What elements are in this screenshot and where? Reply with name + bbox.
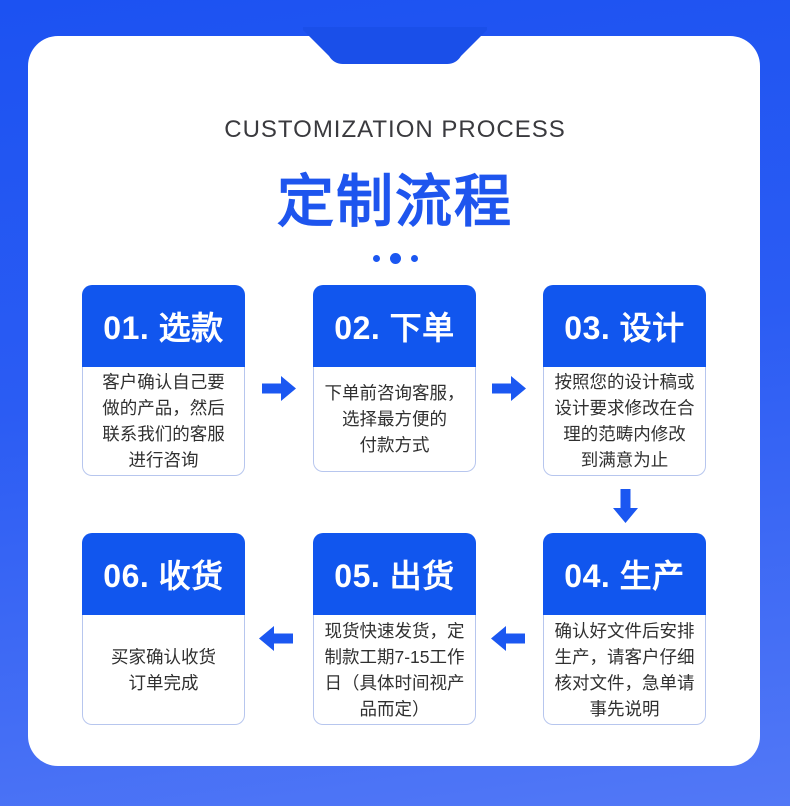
step-05-body: 现货快速发货，定 制款工期7-15工作 日（具体时间视产 品而定）	[313, 615, 476, 725]
step-06-description: 买家确认收货 订单完成	[111, 646, 216, 693]
step-card-03: 03. 设计 按照您的设计稿或 设计要求修改在合 理的范畴内修改 到满意为止	[543, 285, 706, 476]
dot-icon	[372, 254, 380, 262]
step-04-body: 确认好文件后安排 生产，请客户仔细 核对文件，急单请 事先说明	[543, 615, 706, 725]
step-03-body: 按照您的设计稿或 设计要求修改在合 理的范畴内修改 到满意为止	[543, 367, 706, 476]
step-02-body: 下单前咨询客服， 选择最方便的 付款方式	[313, 367, 476, 472]
title-dots-decoration	[0, 246, 790, 270]
dot-icon	[389, 252, 401, 264]
step-05-title: 05. 出货	[313, 533, 476, 615]
arrow-left-icon	[259, 626, 293, 651]
step-02-description: 下单前咨询客服， 选择最方便的 付款方式	[324, 383, 465, 455]
subtitle-english: CUSTOMIZATION PROCESS	[224, 116, 566, 143]
step-01-description: 客户确认自己要 做的产品，然后 联系我们的客服 进行咨询	[102, 372, 225, 470]
step-06-title: 06. 收货	[82, 533, 245, 615]
step-05-description: 现货快速发货，定 制款工期7-15工作 日（具体时间视产 品而定）	[324, 620, 465, 719]
dot-icon	[410, 254, 418, 262]
step-card-01: 01. 选款 客户确认自己要 做的产品，然后 联系我们的客服 进行咨询	[82, 285, 245, 476]
step-02-title: 02. 下单	[313, 285, 476, 367]
step-06-body: 买家确认收货 订单完成	[82, 615, 245, 725]
step-01-title: 01. 选款	[82, 285, 245, 367]
page-title: 定制流程	[277, 170, 513, 234]
arrow-down-icon	[613, 489, 638, 523]
arrow-left-icon	[491, 626, 525, 651]
step-04-title: 04. 生产	[543, 533, 706, 615]
step-03-description: 按照您的设计稿或 设计要求修改在合 理的范畴内修改 到满意为止	[554, 372, 695, 470]
arrow-right-icon	[492, 376, 526, 401]
step-card-05: 05. 出货 现货快速发货，定 制款工期7-15工作 日（具体时间视产 品而定）	[313, 533, 476, 725]
arrow-right-icon	[262, 376, 296, 401]
step-04-description: 确认好文件后安排 生产，请客户仔细 核对文件，急单请 事先说明	[554, 620, 695, 719]
step-card-06: 06. 收货 买家确认收货 订单完成	[82, 533, 245, 725]
step-01-body: 客户确认自己要 做的产品，然后 联系我们的客服 进行咨询	[82, 367, 245, 476]
step-03-title: 03. 设计	[543, 285, 706, 367]
step-card-02: 02. 下单 下单前咨询客服， 选择最方便的 付款方式	[313, 285, 476, 472]
step-card-04: 04. 生产 确认好文件后安排 生产，请客户仔细 核对文件，急单请 事先说明	[543, 533, 706, 725]
clipboard-tab-shape	[303, 27, 487, 64]
